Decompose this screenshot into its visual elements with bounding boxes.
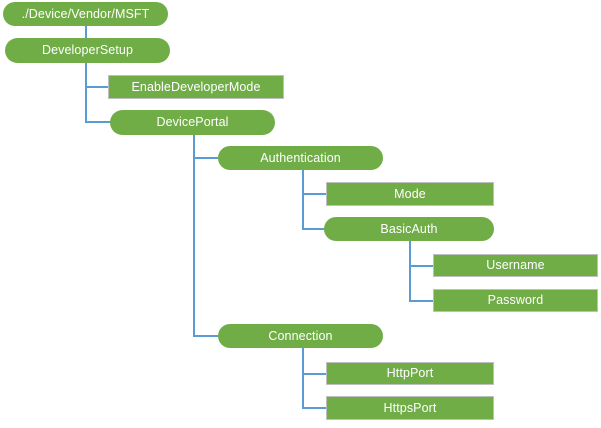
connector-authentication-trunk	[302, 170, 304, 230]
node-developersetup[interactable]: DeveloperSetup	[5, 38, 170, 63]
node-authentication[interactable]: Authentication	[218, 146, 383, 170]
connector-developersetup-to-deviceportal	[85, 121, 111, 123]
connector-connection-to-httpsport	[302, 407, 327, 409]
node-basicauth[interactable]: BasicAuth	[324, 217, 494, 241]
connector-basicauth-to-username	[409, 265, 434, 267]
connector-connection-to-httpport	[302, 373, 327, 375]
connector-basicauth-trunk	[409, 241, 411, 301]
connector-authentication-to-mode	[302, 193, 327, 195]
connector-authentication-to-basicauth	[302, 228, 327, 230]
node-username[interactable]: Username	[433, 254, 598, 277]
node-password[interactable]: Password	[433, 289, 598, 312]
node-enabledevelopermode[interactable]: EnableDeveloperMode	[108, 75, 284, 99]
node-httpsport[interactable]: HttpsPort	[326, 396, 494, 420]
connector-connection-trunk	[302, 348, 304, 409]
connector-basicauth-to-password	[409, 300, 434, 302]
connector-deviceportal-trunk	[193, 135, 195, 337]
node-connection[interactable]: Connection	[218, 324, 383, 348]
connector-deviceportal-to-connection	[193, 335, 219, 337]
connector-developersetup-trunk	[85, 63, 87, 123]
node-httpport[interactable]: HttpPort	[326, 362, 494, 385]
connector-deviceportal-to-authentication	[193, 157, 219, 159]
connector-root-to-developersetup	[85, 25, 87, 38]
node-root[interactable]: ./Device/Vendor/MSFT	[3, 2, 168, 26]
connector-developersetup-to-enabledevelopermode	[85, 86, 109, 88]
node-mode[interactable]: Mode	[326, 182, 494, 206]
node-deviceportal[interactable]: DevicePortal	[110, 110, 275, 135]
